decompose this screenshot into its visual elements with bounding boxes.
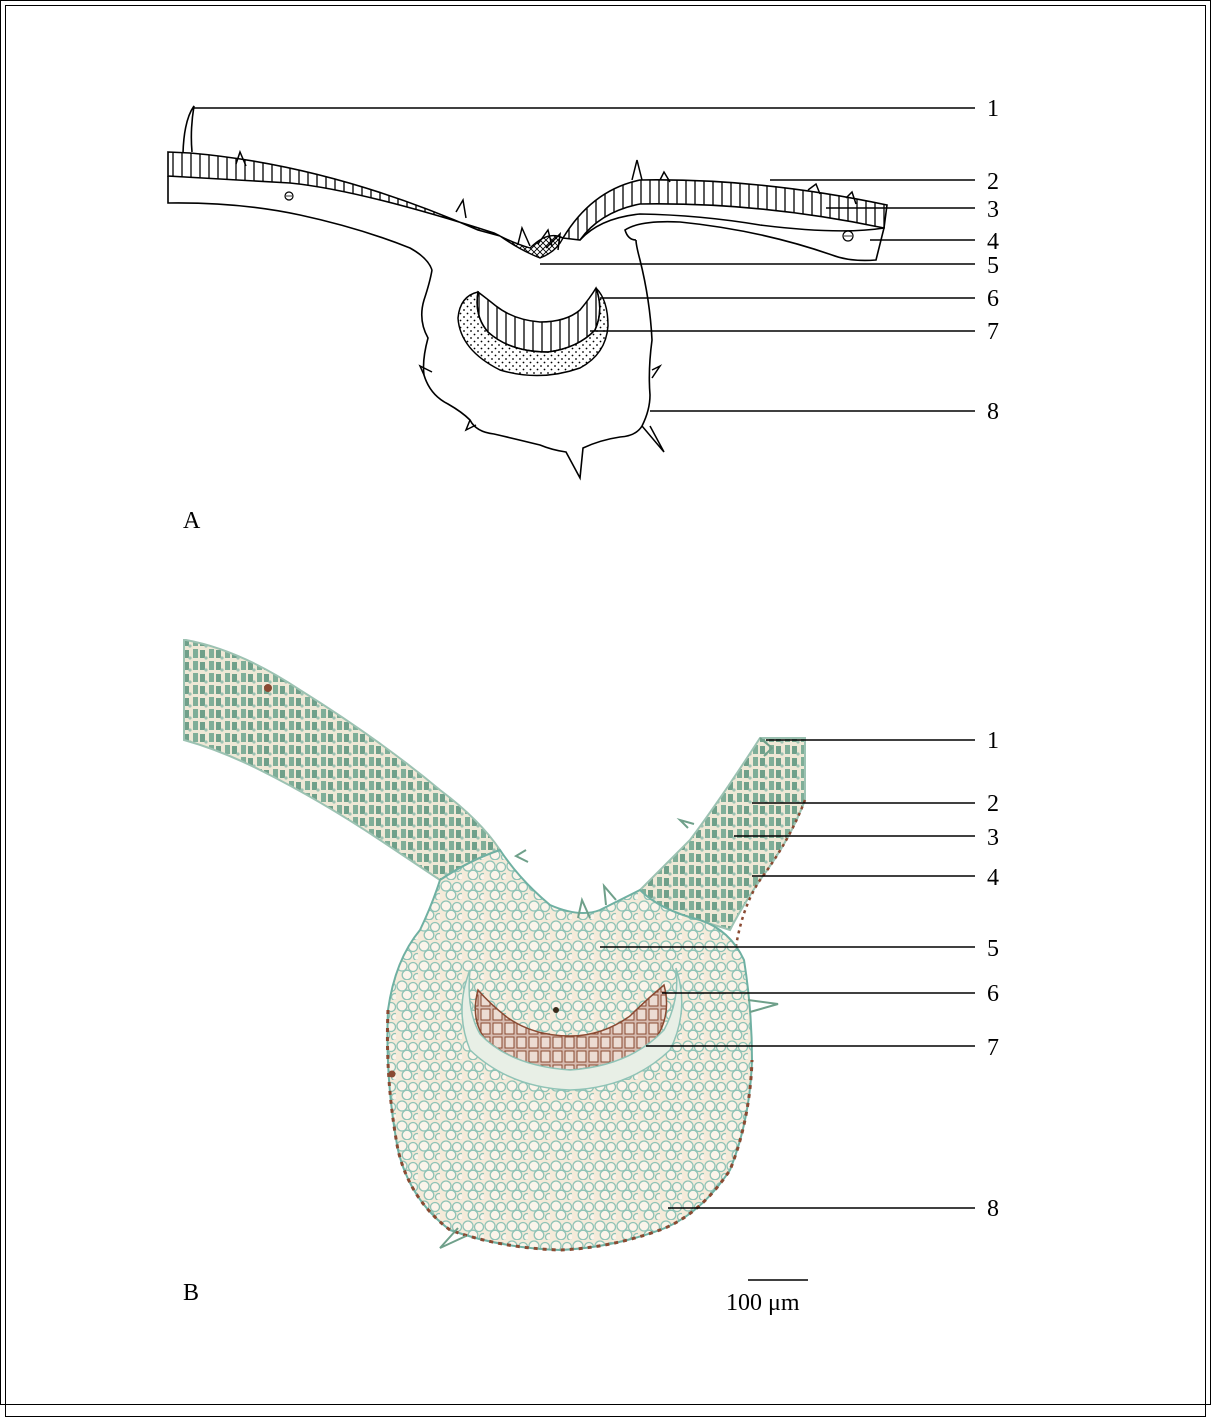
keel-spine — [642, 426, 664, 452]
callout-b-4: 4 — [987, 865, 999, 891]
callout-b-2: 2 — [987, 791, 999, 817]
panel-b-callout-numbers: 1 2 3 4 5 6 7 8 — [987, 728, 999, 1222]
left-blade-outline — [168, 176, 432, 270]
callout-a-8: 8 — [987, 399, 999, 425]
panel-b-micrograph — [184, 640, 805, 1250]
callout-a-5: 5 — [987, 253, 999, 279]
micrograph-spine — [516, 850, 528, 862]
callout-a-7: 7 — [987, 319, 999, 345]
blade-spine — [632, 160, 642, 180]
keel-spine — [652, 366, 660, 378]
callout-b-3: 3 — [987, 825, 999, 851]
callout-a-4: 4 — [987, 229, 999, 255]
micrograph-spine — [680, 820, 694, 828]
panel-a-label: A — [183, 508, 201, 534]
panel-a-drawing — [168, 106, 887, 478]
stain-spot — [389, 1071, 396, 1078]
callout-a-1: 1 — [987, 96, 999, 122]
scale-bar-label: 100 μm — [726, 1290, 800, 1316]
callout-b-5: 5 — [987, 936, 999, 962]
micrograph-spine — [748, 1000, 778, 1012]
callout-a-2: 2 — [987, 169, 999, 195]
callout-b-6: 6 — [987, 981, 999, 1007]
left-blade-tissue — [184, 640, 500, 880]
adaxial-sclerenchyma — [500, 236, 563, 258]
keel-spine — [420, 366, 432, 375]
tip-spine — [183, 106, 194, 153]
panel-a-callout-numbers: 1 2 3 4 5 6 7 8 — [987, 96, 999, 425]
right-blade-tissue — [640, 738, 805, 930]
stain-spot — [264, 684, 272, 692]
adaxial-spine — [518, 228, 530, 246]
callout-b-1: 1 — [987, 728, 999, 754]
stain-spot — [553, 1007, 559, 1013]
callout-b-8: 8 — [987, 1196, 999, 1222]
callout-b-7: 7 — [987, 1035, 999, 1061]
callout-a-6: 6 — [987, 286, 999, 312]
panel-b-label: B — [183, 1280, 199, 1306]
blade-spine — [456, 200, 466, 218]
callout-a-3: 3 — [987, 197, 999, 223]
right-blade-outline — [580, 214, 884, 260]
